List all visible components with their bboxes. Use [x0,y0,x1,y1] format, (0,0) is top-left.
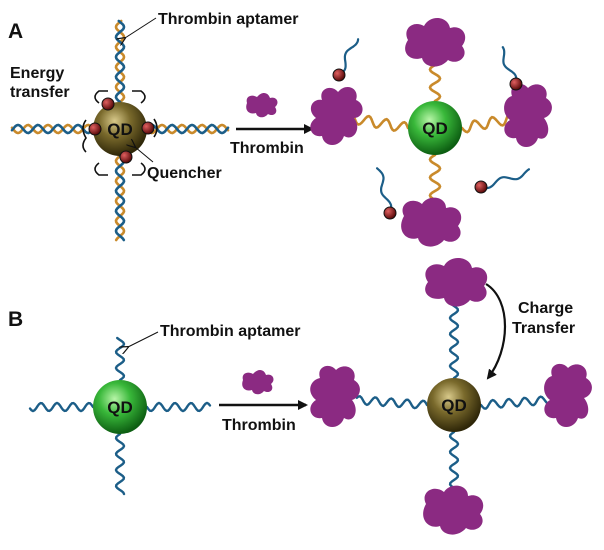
thrombin-free-a [246,92,278,118]
thrombin-a-left [310,86,363,145]
aptamer-a-right [460,112,515,134]
thrombin-free-b [242,369,274,395]
released-strand [376,167,393,215]
duplex-a-bottom-complement [114,154,126,242]
thrombin-a-top [405,17,466,67]
charge-transfer-arrow [485,283,506,380]
panel-a-aptamer-pointer [125,17,157,38]
panel-a-arrow-label: Thrombin [230,140,304,157]
qd-quenched-b [427,378,481,432]
quencher-dot [88,122,102,136]
quencher-dot [383,206,397,220]
energy-transfer-label-1: Energy [10,65,64,82]
quencher-dot [141,121,155,135]
bound-thrombins-a [310,17,552,247]
thrombin-a-bottom [401,197,462,247]
duplex-a-right-complement [145,123,230,135]
panel-b-letter: B [8,308,23,331]
aptamer-a-left [349,111,410,133]
qd-bright-a [408,101,462,155]
thrombin-b-bottom [423,485,484,535]
quencher-dot [509,77,523,91]
qd-label-a-left: QD [107,120,133,139]
qd-label-b-left: QD [107,398,133,417]
quencher-dot [101,97,115,111]
released-strand [479,168,530,190]
quencher-dots-a-left [88,97,155,164]
bound-thrombins-b [310,257,592,535]
qd-bright-b [93,380,147,434]
aptamer-b-left [28,401,95,413]
thrombin-b-left [310,365,360,427]
thrombin-a-right [504,83,552,147]
qd-label-a-right: QD [422,119,448,138]
quencher-dots-a-right [332,68,523,220]
quencher-dot [474,180,488,194]
released-strand [501,46,518,86]
aptamer-b-r-right [479,395,552,410]
quencher-dot [119,150,133,164]
quencher-dot [332,68,346,82]
panel-b-aptamer-pointer [128,331,159,347]
duplex-a-left-complement [10,123,95,135]
aptamer-b-r-left [355,395,429,410]
duplex-a-top-complement [114,19,126,104]
aptamer-b-bottom [114,432,126,496]
aptamer-b-r-top [448,297,460,380]
energy-transfer-brackets [82,90,158,176]
panel-a-aptamer-label: Thrombin aptamer [158,11,298,28]
released-strand [337,38,360,77]
thrombin-b-right [544,363,592,427]
aptamer-b-right [145,401,212,413]
energy-transfer-label-2: transfer [10,84,70,101]
panel-b-arrow-label: Thrombin [222,417,296,434]
thrombin-b-top [425,257,488,307]
qd-label-b-right: QD [441,396,467,415]
panel-a-letter: A [8,20,23,43]
panel-b-aptamer-label: Thrombin aptamer [160,323,300,340]
quencher-label: Quencher [147,165,222,182]
aptamer-b-top [114,336,126,382]
charge-transfer-label-2: Transfer [512,320,575,337]
quencher-pointer [135,147,154,163]
charge-transfer-label-1: Charge [518,300,573,317]
